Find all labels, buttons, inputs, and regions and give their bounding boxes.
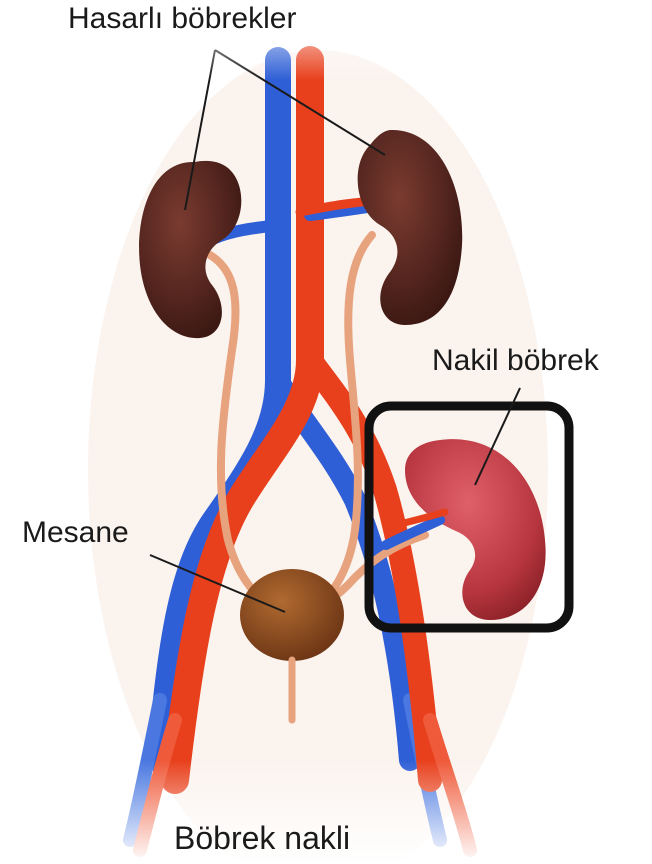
label-damaged-kidneys: Hasarlı böbrekler (68, 4, 296, 34)
label-bladder: Mesane (22, 518, 129, 548)
caption: Böbrek nakli (174, 822, 350, 854)
label-transplant-kidney: Nakil böbrek (432, 346, 599, 376)
